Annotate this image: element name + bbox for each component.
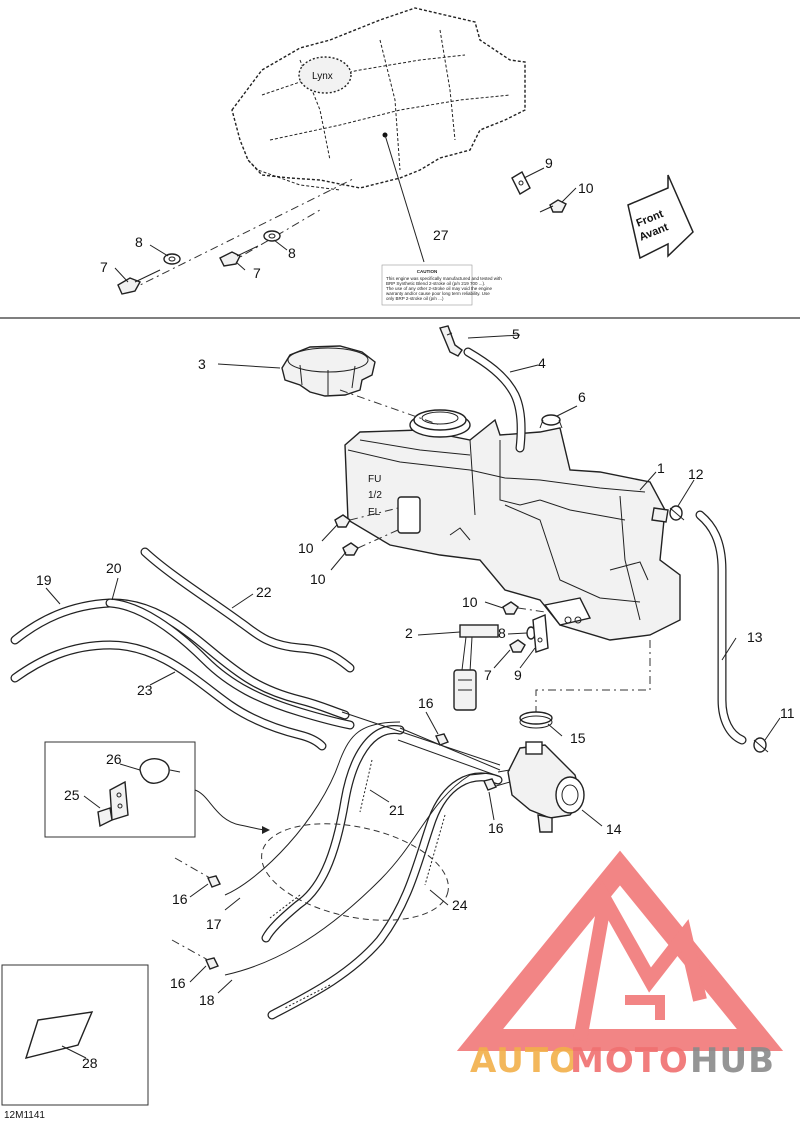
caution-label-line: This engine was specifically manufacture… (386, 276, 502, 281)
caution-label-title: CAUTION (417, 269, 438, 274)
callout-5: 5 (512, 326, 520, 342)
watermark-auto: AUTO (470, 1041, 579, 1081)
callout-16: 16 (488, 820, 504, 836)
caution-label-line: warranty and/or cause poor long term rel… (386, 291, 490, 296)
oil-pump (495, 741, 585, 833)
hose-group-left (10, 547, 355, 751)
callout-10: 10 (578, 180, 594, 196)
callout-16: 16 (172, 891, 188, 907)
clamp-6 (539, 414, 563, 429)
callout-23: 23 (137, 682, 153, 698)
callout-18: 18 (199, 992, 215, 1008)
callout-1: 1 (657, 460, 665, 476)
callout-9: 9 (514, 667, 522, 683)
callout-26: 26 (106, 751, 122, 767)
leader-lines (45, 167, 781, 1059)
watermark-hub: HUB (690, 1041, 775, 1081)
callout-8: 8 (498, 625, 506, 641)
callout-16: 16 (170, 975, 186, 991)
caution-label-line: BRP Synthetic Blend 2-stroke oil (p/n 21… (386, 281, 485, 286)
callout-4: 4 (538, 355, 546, 371)
callout-11: 11 (780, 705, 795, 721)
callout-10: 10 (462, 594, 478, 610)
caution-label-line: only BRP 2-stroke oil (p/n ...) (386, 296, 444, 301)
tank-cap (281, 345, 376, 397)
callout-10: 10 (310, 571, 326, 587)
callout-13: 13 (747, 629, 763, 645)
callout-10: 10 (298, 540, 314, 556)
watermark-logo (456, 850, 784, 1051)
callout-8: 8 (135, 234, 143, 250)
tank-logo: Lynx (312, 71, 333, 82)
hose-group-right (224, 711, 503, 1020)
level-sensor (453, 624, 499, 711)
callout-7: 7 (253, 265, 261, 281)
watermark-moto: MOTO (570, 1041, 689, 1081)
callout-28: 28 (82, 1055, 98, 1071)
callout-20: 20 (106, 560, 122, 576)
inset-box-bracket (44, 741, 196, 838)
callout-16: 16 (418, 695, 434, 711)
front-arrow: Front Avant (627, 174, 694, 260)
caution-label: CAUTION This engine was specifically man… (381, 264, 502, 306)
callout-labels: 8 7 8 7 9 10 27 3 5 4 6 1 12 13 11 10 10… (36, 155, 795, 1071)
inset-box-decal (1, 964, 149, 1106)
callout-17: 17 (206, 916, 222, 932)
callout-3: 3 (198, 356, 206, 372)
callout-25: 25 (64, 787, 80, 803)
diagram-code: 12M1141 (4, 1110, 45, 1121)
svg-text:1/2: 1/2 (368, 490, 382, 501)
callout-7: 7 (100, 259, 108, 275)
callout-22: 22 (256, 584, 272, 600)
vent-hose (439, 325, 526, 453)
svg-text:EL: EL (368, 507, 381, 518)
callout-15: 15 (570, 730, 586, 746)
caution-label-line: The use of any other 2-stroke oil may vo… (386, 286, 493, 291)
clamp-15 (519, 711, 553, 729)
callout-2: 2 (405, 625, 413, 641)
upper-tank-shell: Lynx (231, 7, 526, 191)
callout-9: 9 (545, 155, 553, 171)
callout-8: 8 (288, 245, 296, 261)
callout-7: 7 (484, 667, 492, 683)
callout-27: 27 (433, 227, 449, 243)
callout-12: 12 (688, 466, 704, 482)
callout-6: 6 (578, 389, 586, 405)
svg-text:FU: FU (368, 474, 381, 485)
oil-tank: FU 1/2 EL (344, 409, 681, 641)
callout-24: 24 (452, 897, 468, 913)
callout-14: 14 (606, 821, 622, 837)
callout-19: 19 (36, 572, 52, 588)
callout-21: 21 (389, 802, 405, 818)
watermark-text: AUTO MOTO HUB (470, 1041, 775, 1081)
hose-13 (669, 505, 769, 753)
